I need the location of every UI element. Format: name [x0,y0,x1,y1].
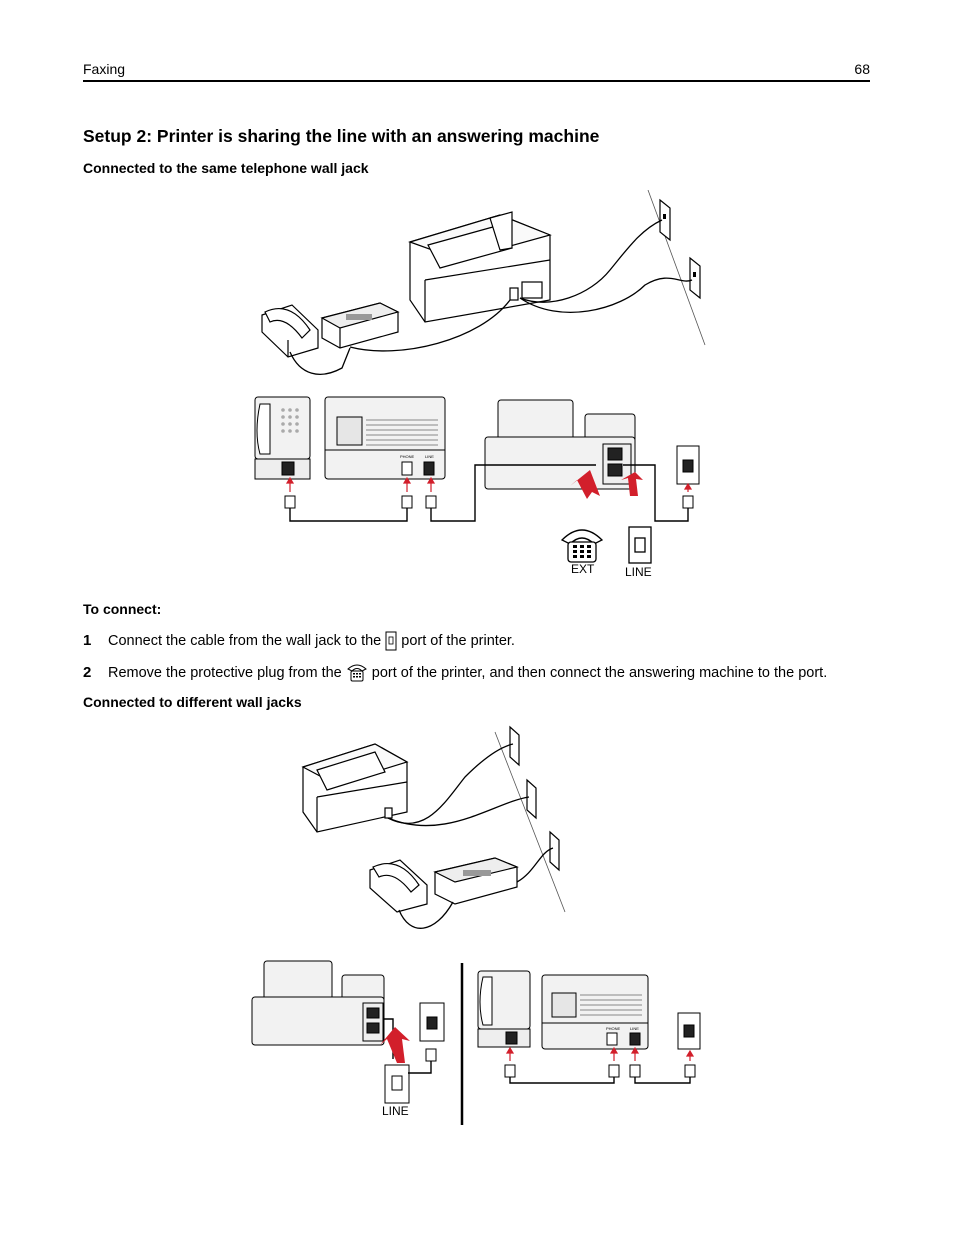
schematic-cables [289,464,689,522]
telephone-ext-icon [346,664,367,682]
line-label: LINE [625,565,652,579]
line-port-label: LINE [425,454,434,459]
to-connect-heading: To connect: [83,601,162,617]
page-number: 68 [854,61,870,77]
wall-line [647,190,706,346]
line-port-label-2: LINE [630,1026,639,1031]
big-red-arrows [570,470,643,499]
step-1-number: 1 [83,631,92,649]
answering-machine-drawing [320,302,400,349]
telephone-drawing [261,304,319,358]
wall-jack-lower [689,256,701,300]
running-header-section: Faxing [83,61,126,77]
different-jacks-perspective-illustration [301,725,566,929]
big-red-arrow-2 [380,1027,410,1063]
step-2-text-before: Remove the protective plug from the [108,664,342,681]
same-jack-schematic-illustration: PHONE LINE [254,396,700,579]
wall-jacks [509,725,560,872]
line-port-icon [385,631,397,651]
ext-label: EXT [571,562,595,576]
phone-port-label: PHONE [400,454,415,459]
answering-machine-schematic-2 [541,974,649,1050]
telephone-schematic-2 [477,970,531,1048]
step-2-text-after: port of the printer, and then connect th… [371,664,828,681]
small-arrows [285,476,693,492]
header-rule [83,80,870,82]
subsection-heading-different-jacks: Connected to different wall jacks [83,694,302,710]
answering-machine-schematic [324,396,446,480]
same-jack-perspective-illustration [261,190,706,375]
wall-jack-schematic [676,445,700,485]
step-1-text-before: Connect the cable from the wall jack to … [108,632,382,649]
printer-schematic-2 [251,960,385,1046]
subsection-heading-same-jack: Connected to the same telephone wall jac… [83,160,369,176]
ext-phone-icon [560,529,604,563]
wall-jack-right [677,1012,701,1050]
section-title: Setup 2: Printer is sharing the line wit… [83,126,600,146]
step-2: 2 Remove the protective plug from the por… [83,663,827,683]
printer-drawing [408,211,552,323]
line-label-2: LINE [382,1104,409,1118]
cables [289,219,693,375]
step-1: 1 Connect the cable from the wall jack to… [83,631,515,651]
cables-2 [387,743,554,929]
step-2-number: 2 [83,663,92,681]
plug-wall-left [425,1048,437,1062]
step-1-text-after: port of the printer. [401,632,515,649]
printer-schematic [484,399,636,490]
telephone-drawing-2 [369,859,428,913]
line-jack-icon [628,526,652,564]
printer-drawing-2 [301,743,409,833]
plugs [284,495,694,509]
phone-port-label-2: PHONE [606,1026,621,1031]
different-jacks-schematic-illustration: LINE PHONE LINE [251,960,701,1125]
telephone-schematic [254,396,311,480]
answering-machine-drawing-2 [433,857,519,905]
